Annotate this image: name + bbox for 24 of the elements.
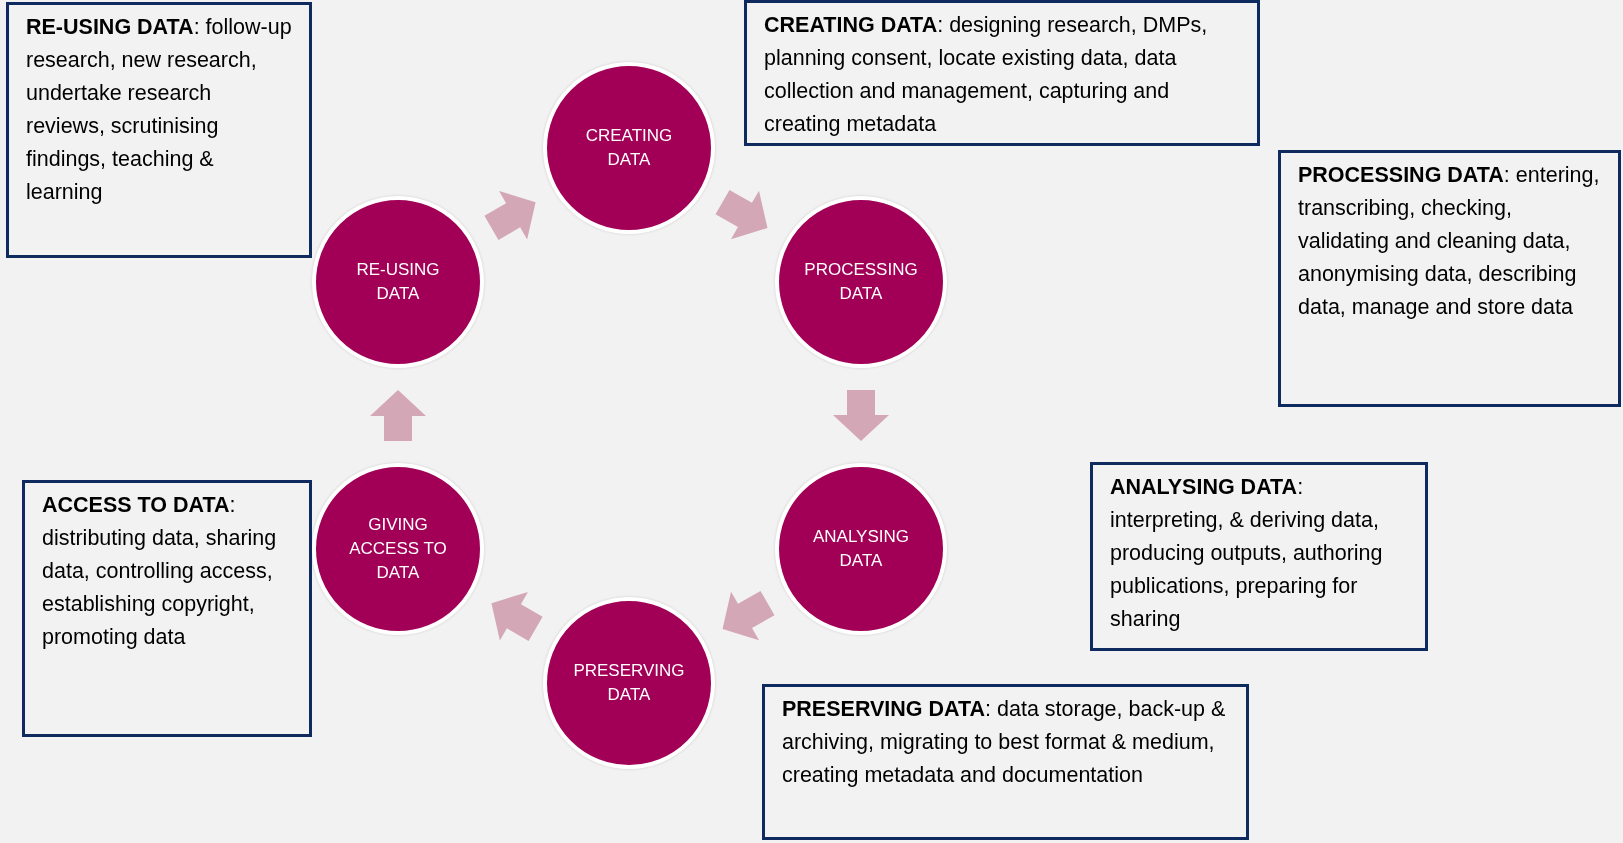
block-arrow — [370, 390, 426, 441]
block-arrow — [715, 189, 768, 240]
description-text: PROCESSING DATA: entering, transcribing, checking, validating and cleaning data, anonymising data, describing data, manage and store data — [1298, 162, 1601, 321]
description-text: ACCESS TO DATA: distributing data, sharing data, controlling access, establishing copyright, promoting data — [42, 492, 278, 651]
description-text: RE-USING DATA: follow-up research, new research, undertake research reviews, scrutinising findings, teaching & learning — [26, 14, 292, 206]
description-text: ANALYSING DATA: interpreting, & deriving data, producing outputs, authoring publications, preparing for sharing — [1110, 474, 1384, 633]
stage-label: RE-USING DATA — [355, 259, 441, 305]
block-arrow — [833, 390, 889, 441]
description-box — [762, 684, 1249, 840]
description-box — [1090, 462, 1428, 651]
description-text: PRESERVING DATA: data storage, back-up & archiving, migrating to best format & medium, creating metadata and documentation — [782, 696, 1227, 789]
description-box — [1278, 150, 1621, 407]
description-box — [22, 480, 312, 737]
stage-label: GIVING ACCESS TO DATA — [348, 514, 448, 584]
stage-label: PRESERVING DATA — [572, 660, 686, 706]
stage-label: ANALYSING DATA — [811, 526, 911, 572]
stage-label: CREATING DATA — [584, 125, 674, 171]
description-box — [6, 2, 312, 258]
stage-label: PROCESSING DATA — [803, 259, 919, 305]
block-arrow — [722, 590, 775, 641]
description-box — [744, 0, 1260, 146]
block-arrow — [491, 592, 543, 641]
description-text: CREATING DATA: designing research, DMPs, planning consent, locate existing data, data collection and management, capturing and creating metadata — [764, 12, 1209, 138]
block-arrow — [484, 191, 536, 240]
